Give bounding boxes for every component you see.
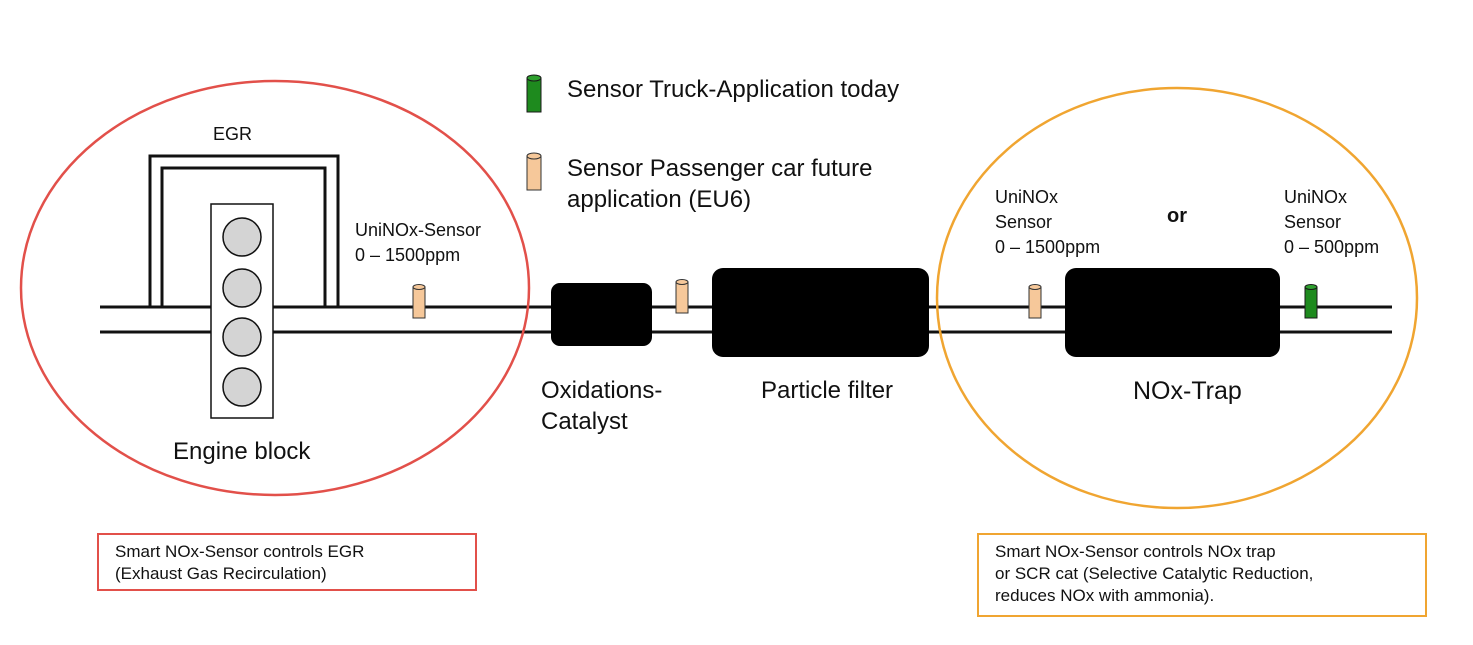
mid-sensor-icon	[675, 279, 689, 314]
upstream-sensor-label: UniNOx-Sensor 0 – 1500ppm	[355, 220, 482, 265]
egr-note: Smart NOx-Sensor controls EGR (Exhaust G…	[97, 533, 477, 591]
egr-loop	[148, 154, 340, 307]
aftertreatment-control-zone	[935, 86, 1419, 510]
peach-sensor-icon	[526, 152, 542, 191]
oxidation-catalyst-label: Oxidations- Catalyst	[541, 377, 663, 435]
trap-outlet-sensor-icon	[1304, 284, 1318, 319]
green-sensor-icon	[526, 74, 542, 113]
trap-inlet-sensor-icon	[1028, 284, 1042, 319]
cylinder	[222, 217, 262, 257]
upstream-sensor-icon	[412, 284, 426, 319]
or-label: or	[1167, 205, 1187, 227]
legend-passenger-label: Sensor Passenger car future application …	[567, 155, 873, 213]
egr-control-zone	[19, 79, 531, 497]
cylinder	[222, 317, 262, 357]
nox-trap-label: NOx-Trap	[1133, 377, 1242, 405]
trap-outlet-sensor-label: UniNOx Sensor 0 – 500ppm	[1284, 187, 1380, 257]
engine-block	[210, 203, 274, 419]
particle-filter-block	[712, 268, 929, 357]
cylinder	[222, 367, 262, 407]
legend-truck-label: Sensor Truck-Application today	[567, 76, 900, 103]
cylinder	[222, 268, 262, 308]
nox-trap-block	[1065, 268, 1280, 357]
particle-filter-label: Particle filter	[761, 377, 894, 404]
trap-note: Smart NOx-Sensor controls NOx trap or SC…	[977, 533, 1427, 617]
egr-label: EGR	[213, 124, 253, 144]
trap-inlet-sensor-label: UniNOx Sensor 0 – 1500ppm	[995, 187, 1101, 257]
engine-block-label: Engine block	[173, 438, 311, 465]
oxidation-catalyst-block	[551, 283, 652, 346]
